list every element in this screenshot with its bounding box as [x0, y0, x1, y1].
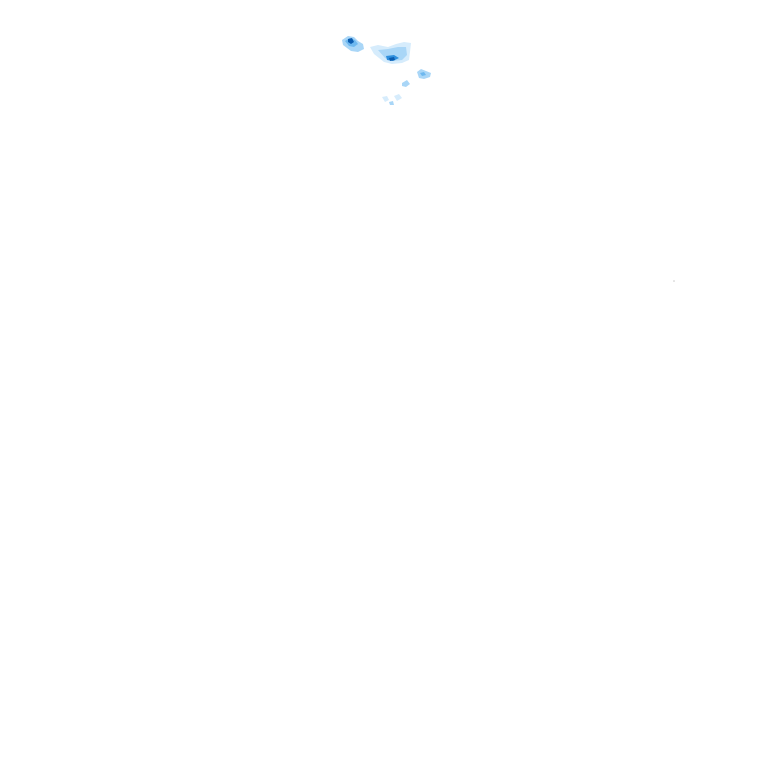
- radar-echo-core: [389, 57, 395, 61]
- map-speck: [673, 280, 675, 282]
- radar-echo-core: [348, 38, 354, 44]
- radar-echo-light: [402, 80, 410, 87]
- radar-echo-light: [378, 47, 407, 61]
- radar-echo-medium: [420, 72, 426, 76]
- radar-echo-very-light: [382, 96, 389, 102]
- radar-cell-west: [342, 36, 364, 52]
- radar-cell-small-a: [402, 80, 410, 87]
- radar-echo-light: [389, 101, 394, 105]
- radar-echo-very-light: [394, 94, 402, 101]
- radar-cell-small-b: [382, 94, 402, 105]
- radar-cell-central: [370, 42, 411, 64]
- radar-cell-east: [417, 69, 431, 79]
